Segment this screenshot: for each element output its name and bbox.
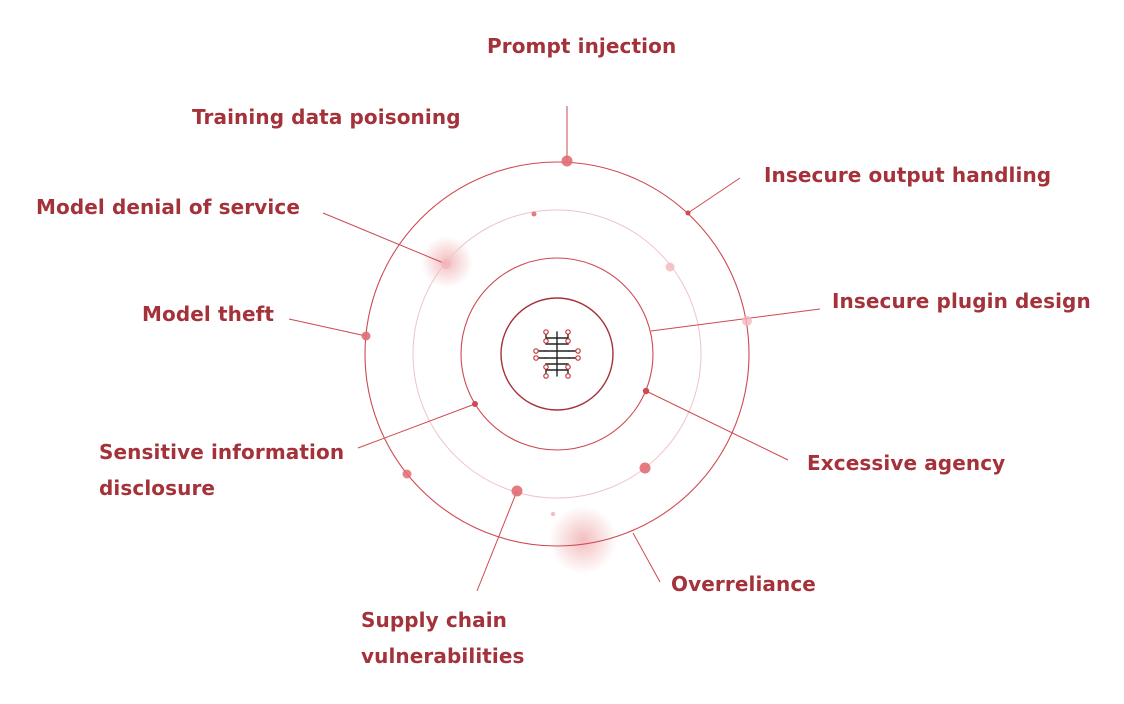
middle-ring: [412, 209, 702, 499]
label-insecure-output-handling: Insecure output handling: [764, 163, 1052, 187]
connector-line: [645, 390, 789, 461]
label-model-theft: Model theft: [142, 302, 275, 326]
inner-ring: [460, 257, 654, 451]
orbit-dot: [472, 401, 478, 407]
orbit-dots: [361, 155, 752, 517]
icon-node: [575, 355, 581, 361]
glow-layer: [421, 236, 617, 574]
connector-line: [476, 490, 518, 592]
icon-node: [543, 373, 549, 379]
orbit-dot: [642, 387, 650, 395]
label-overreliance: Overreliance: [671, 572, 816, 596]
orbit-dot: [511, 485, 523, 497]
orbit-rings: [364, 161, 750, 547]
core-ring: [500, 297, 614, 411]
icon-node: [533, 355, 539, 361]
glow-spot: [549, 506, 617, 574]
label-supply-chain-vulnerabilities: Supply chain vulnerabilities: [361, 608, 525, 668]
connector-line: [687, 177, 741, 214]
neural-network-icon: [533, 329, 581, 379]
connector-line: [357, 403, 476, 449]
connector-lines: [288, 106, 821, 592]
icon-node: [565, 373, 571, 379]
label-training-data-poisoning: Training data poisoning: [192, 105, 461, 129]
orbit-dot: [561, 155, 573, 167]
orbit-dot: [685, 210, 691, 216]
icon-node: [543, 338, 549, 344]
icon-node: [543, 364, 549, 370]
outer-ring: [364, 161, 750, 547]
icon-node: [565, 364, 571, 370]
label-model-denial-of-service: Model denial of service: [36, 195, 300, 219]
orbit-dot: [441, 259, 451, 269]
icon-node: [565, 329, 571, 335]
icon-node: [533, 348, 539, 354]
label-insecure-plugin-design: Insecure plugin design: [832, 289, 1091, 313]
icon-node: [543, 329, 549, 335]
orbit-dot: [639, 462, 651, 474]
orbit-dot: [665, 262, 675, 272]
orbit-dot: [402, 469, 412, 479]
orbit-dot: [361, 331, 371, 341]
orbit-dot: [742, 316, 752, 326]
icon-node: [575, 348, 581, 354]
connector-line: [632, 532, 661, 583]
orbit-dot: [531, 211, 537, 217]
label-prompt-injection: Prompt injection: [487, 34, 677, 58]
label-sensitive-information-disclosure: Sensitive information disclosure: [99, 440, 345, 500]
connector-line: [650, 308, 821, 332]
connector-line: [322, 212, 447, 265]
connector-line: [288, 318, 367, 337]
orbit-dot: [550, 511, 556, 517]
label-excessive-agency: Excessive agency: [807, 451, 1006, 475]
icon-node: [565, 338, 571, 344]
